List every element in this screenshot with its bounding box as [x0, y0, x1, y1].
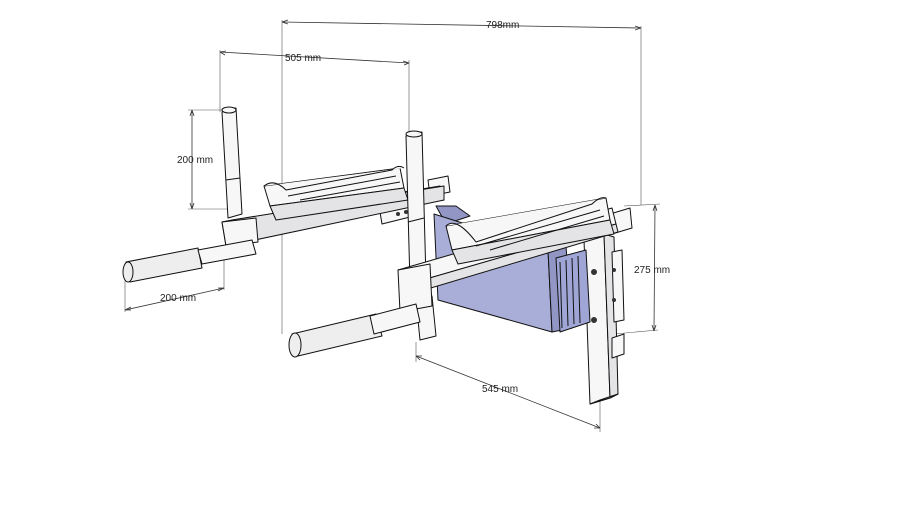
- bolt-icon: [612, 268, 616, 272]
- bolt-icon: [612, 298, 616, 302]
- wall-bracket-back: [583, 207, 633, 405]
- cushion-left: [263, 165, 409, 221]
- bolt-icon: [591, 269, 597, 275]
- dimension-200-post: 200 mm: [177, 109, 232, 210]
- dimension-505: 505 mm: [219, 50, 410, 135]
- dimension-545: 545 mm: [415, 342, 601, 432]
- dim-label-frame-depth: 545 mm: [482, 384, 518, 395]
- dimension-275: 275 mm: [613, 203, 670, 335]
- dim-label-handle-length: 200 mm: [160, 293, 196, 304]
- dim-label-post-height: 200 mm: [177, 155, 213, 166]
- dimension-798: 798mm: [281, 19, 642, 334]
- bolt-icon: [591, 317, 597, 323]
- dim-label-bar-spacing: 505 mm: [285, 53, 321, 64]
- dim-label-frame-height: 275 mm: [634, 265, 670, 276]
- cushion-right: [445, 197, 615, 265]
- dim-label-total-width: 798mm: [486, 20, 519, 31]
